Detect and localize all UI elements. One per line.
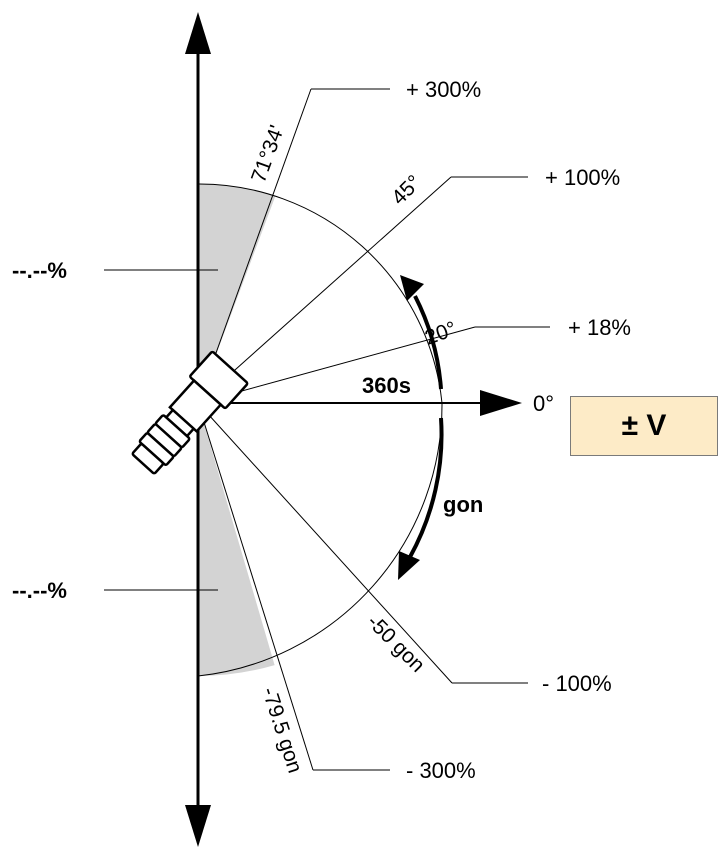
angle-71deg: 71°34' — [247, 122, 289, 185]
angle-minus79gon: -79.5 gon — [257, 684, 306, 776]
angle-minus50gon: -50 gon — [362, 610, 429, 677]
label-zero-deg: 0° — [533, 391, 554, 416]
rotation-arc-down — [408, 417, 444, 558]
rotation-arrow-up — [400, 275, 424, 301]
line-20deg — [197, 326, 476, 404]
label-upper-blank: --.--% — [12, 258, 67, 283]
value-box: ± V — [570, 396, 718, 456]
horizontal-axis-arrow — [480, 390, 522, 416]
label-minus300: - 300% — [406, 758, 476, 783]
label-plus300: + 300% — [406, 77, 481, 102]
unit-360s: 360s — [362, 373, 411, 398]
label-plus100: + 100% — [545, 165, 620, 190]
rotation-arc-up — [413, 295, 443, 390]
vertical-axis-top-arrow — [185, 12, 211, 54]
angle-45deg: 45° — [387, 171, 426, 210]
label-lower-blank: --.--% — [12, 578, 67, 603]
sensor-device — [131, 350, 249, 475]
label-minus100: - 100% — [542, 671, 612, 696]
rotation-arrow-down — [398, 551, 420, 580]
unit-gon: gon — [443, 492, 483, 517]
line-71deg — [197, 88, 312, 404]
vertical-axis-bottom-arrow — [185, 805, 211, 847]
line-45deg — [197, 176, 452, 404]
lower-shaded-sector — [198, 403, 275, 677]
label-plus18: + 18% — [568, 315, 631, 340]
line-minus50gon — [197, 402, 453, 684]
line-minus79gon — [197, 402, 314, 771]
